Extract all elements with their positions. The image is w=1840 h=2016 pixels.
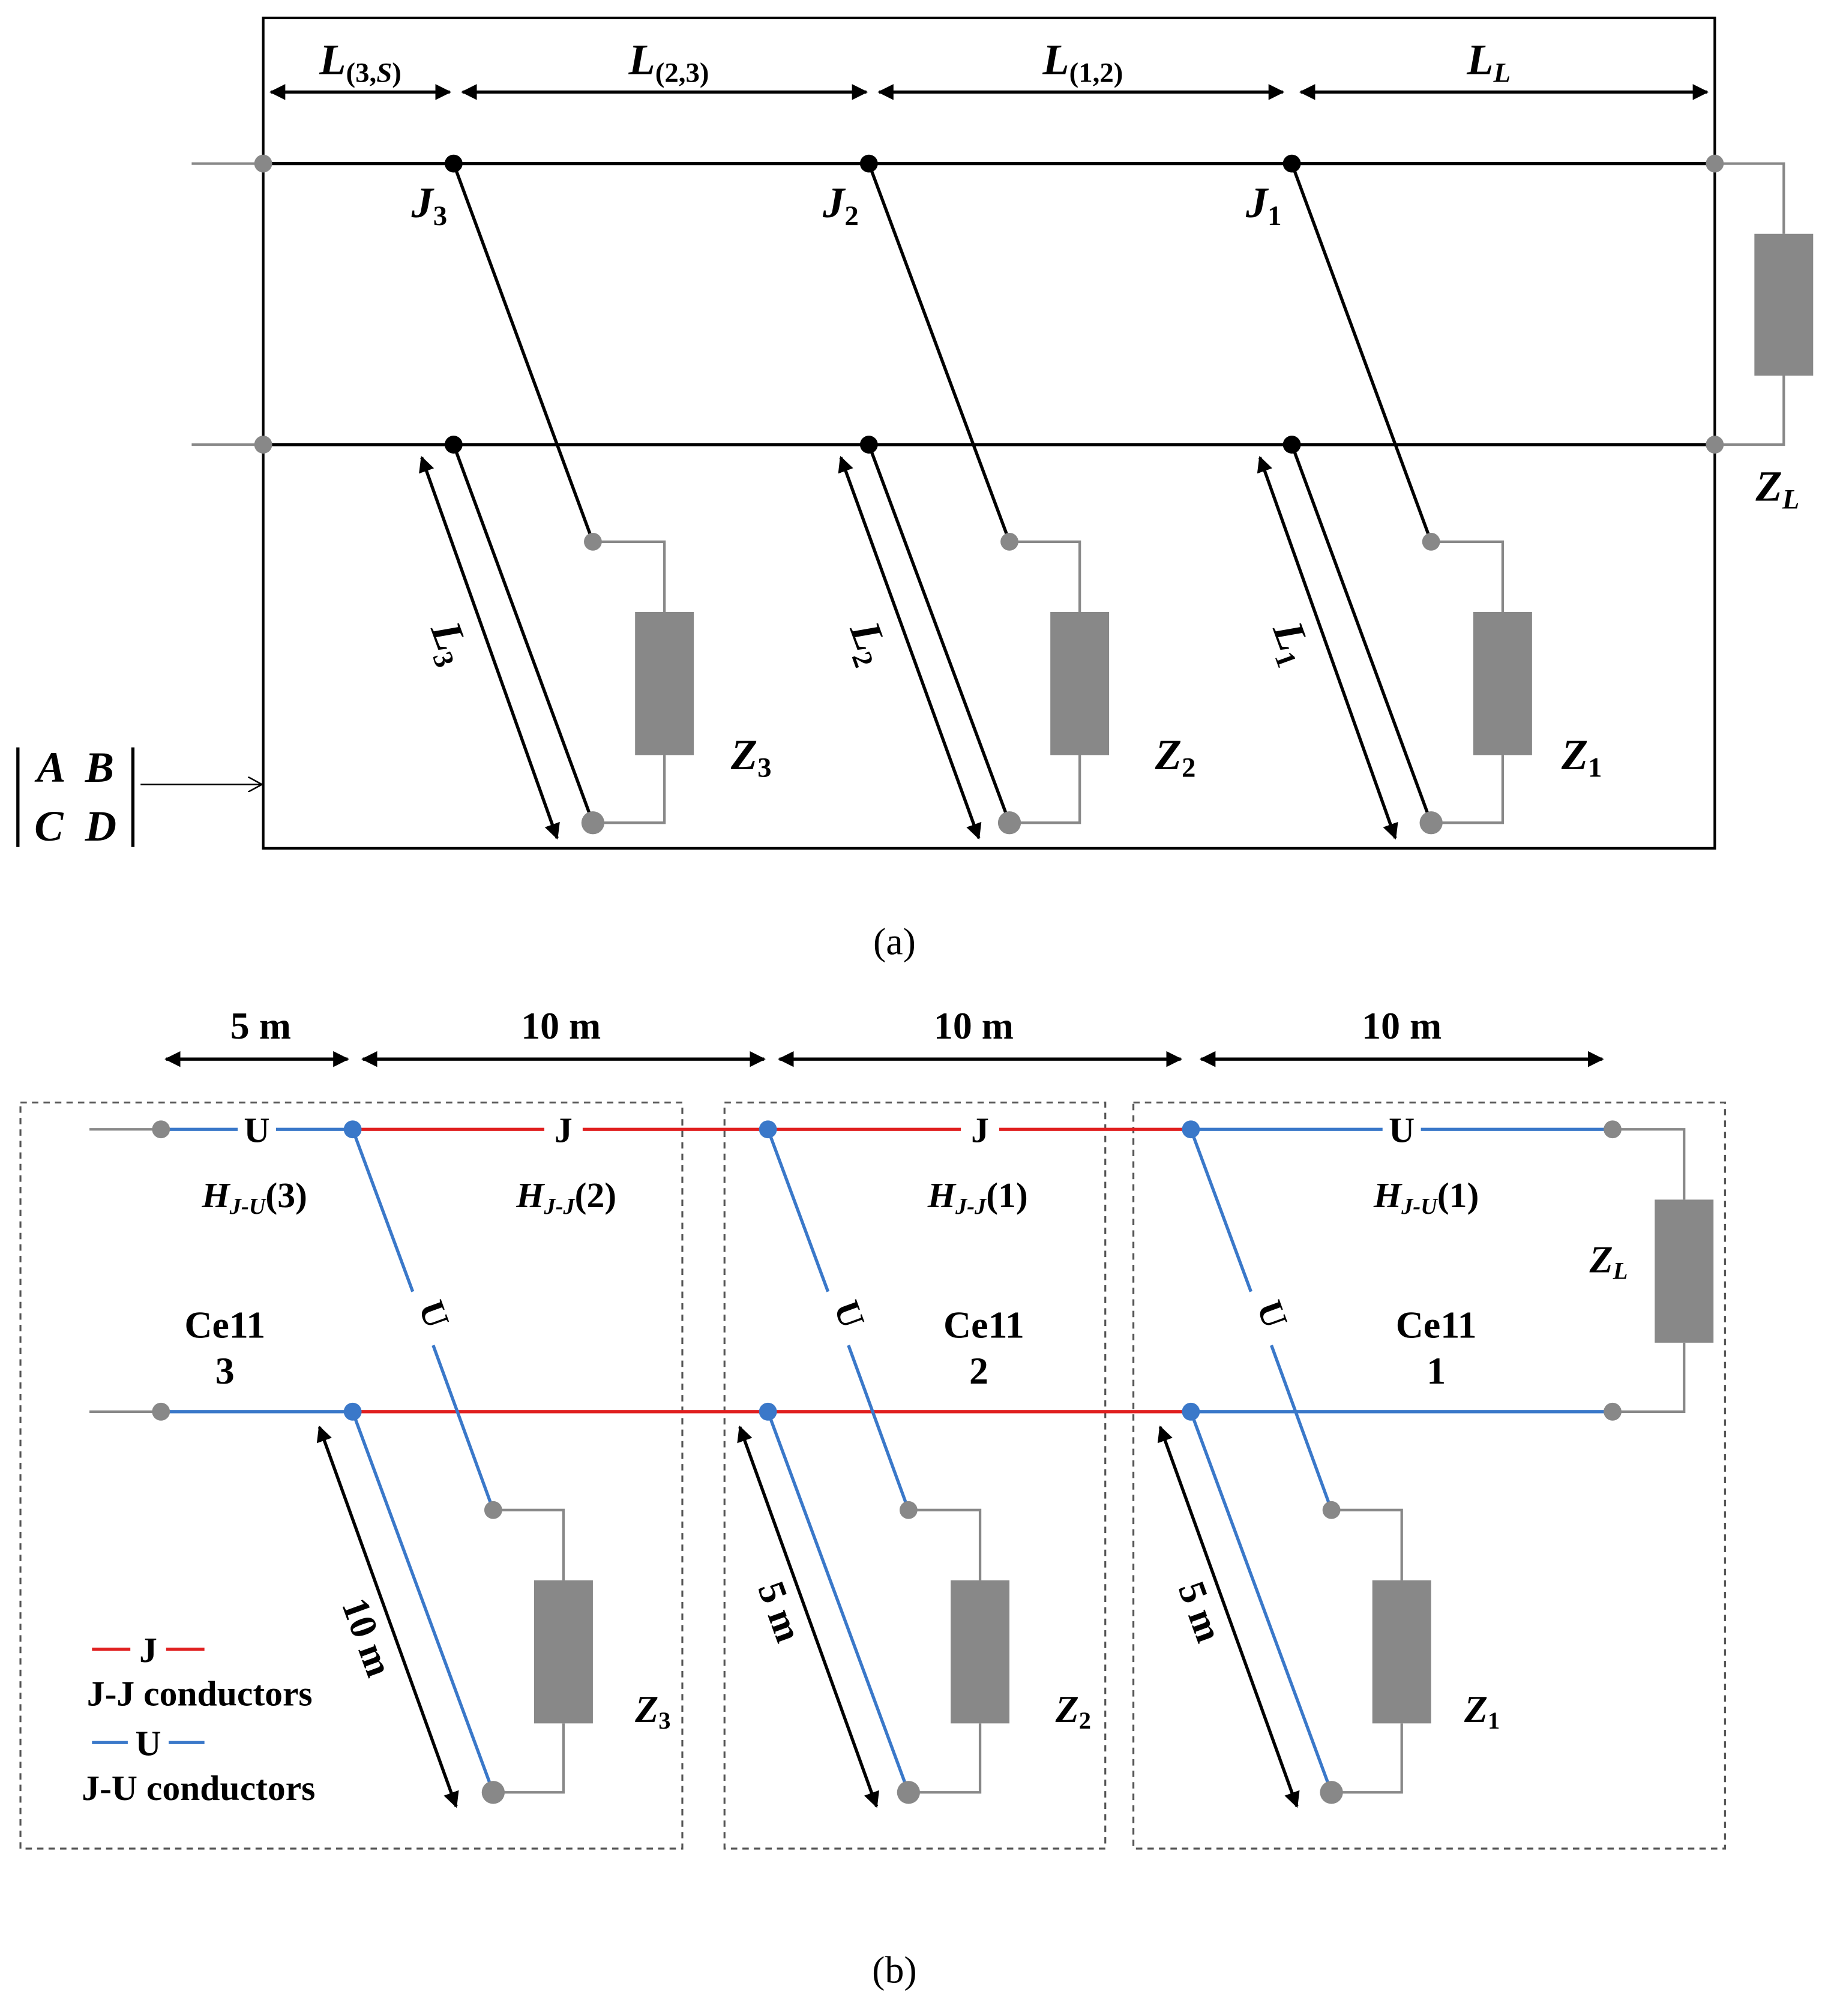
tag-U-cell1: U [1389,1111,1415,1150]
branch-length-b-2: 5 m [750,1576,810,1647]
tag-U-cell3: U [244,1111,269,1150]
load-label-b-Z2: Z2 [1055,1688,1091,1734]
branch-b-1: U [1157,1129,1431,1808]
load-label-ZL: ZL [1755,462,1799,515]
load-label-Z1: Z1 [1561,730,1602,784]
tag-U-branch-2: U [826,1295,873,1333]
branch-length-label-L1: L1 [1259,614,1323,671]
figure-b-network: 5 m 10 m 10 m 10 m U J J U [19,1004,1726,1991]
legend-u-label: J-U conductors [82,1768,315,1808]
branch-length-label-L2: L2 [836,614,900,671]
segment-length-2: 10 m [521,1004,601,1047]
segment-label-L12: L(1,2) [1042,35,1123,89]
tag-U-branch-1: U [1249,1295,1296,1333]
segment-length-4: 10 m [1362,1004,1442,1047]
branch-length-arrow-3 [419,455,560,840]
load-label-b-Z3: Z3 [634,1688,670,1734]
cell-1-number: 1 [1427,1349,1446,1392]
matrix-row-1: A B [34,743,114,791]
segment-length-3: 10 m [934,1004,1014,1047]
load-Z3 [635,611,694,755]
legend: J J-J conductors U J-U conductors [82,1630,315,1808]
branch-b-2: U [737,1129,1010,1808]
caption-a: (a) [873,920,916,963]
cell-3-number: 3 [215,1349,235,1392]
cell-2-name: Ce11 [943,1303,1024,1346]
legend-u-symbol: U [135,1724,161,1763]
figure-a-network: L(3,S) L(2,3) L(1,2) LL [16,16,1814,963]
end-load-wire [1715,162,1785,446]
junction-label-J2: J2 [822,178,859,232]
load-Z2 [1050,611,1110,755]
junction-label-J3: J3 [411,178,448,232]
cell-1-name: Ce11 [1396,1303,1477,1346]
branch-length-arrow-b-3 [316,1425,459,1808]
junction-label-J1: J1 [1245,178,1282,232]
load-label-Z3: Z3 [730,730,772,784]
load-Z2-b [951,1580,1010,1724]
transfer-label-1: HJ-U(3) [201,1175,307,1219]
branch-2 [838,163,1110,840]
segment-label-L3S: L(3,S) [319,35,401,89]
load-Z1-b [1372,1580,1431,1724]
nodes-b [152,1120,1622,1804]
branch-1 [1257,163,1532,840]
transfer-label-4: HJ-U(1) [1373,1175,1479,1219]
cell-box-1 [1132,1101,1726,1850]
abcd-matrix: A B C D [16,743,262,850]
load-Z3-b [534,1580,593,1724]
cell-2-number: 2 [969,1349,988,1392]
branch-length-label-L3: L3 [417,614,481,671]
end-load-ZL [1754,233,1814,376]
branch-length-b-3: 10 m [334,1592,401,1682]
matrix-row-2: C D [34,802,116,850]
tag-J-cell3: J [555,1111,573,1150]
legend-j-label: J-J conductors [87,1674,313,1714]
load-label-Z2: Z2 [1155,730,1196,784]
cell-box-3 [19,1101,684,1850]
nodes-a [254,154,1724,835]
segment-label-LL: LL [1466,35,1511,89]
transfer-label-2: HJ-J(2) [516,1175,616,1219]
cell-3-name: Ce11 [184,1303,265,1346]
branch-length-arrow-b-2 [737,1425,880,1808]
branch-length-arrow-1 [1257,455,1398,840]
cell-box-2 [723,1101,1107,1850]
branch-length-arrow-2 [838,455,982,840]
caption-b: (b) [872,1949,916,1991]
segment-label-L23: L(2,3) [628,35,709,89]
load-label-b-Z1: Z1 [1464,1688,1500,1734]
legend-j-symbol: J [139,1630,157,1670]
end-load-ZL-b [1655,1199,1714,1343]
branch-3 [419,163,694,840]
transfer-label-3: HJ-J(1) [927,1175,1028,1219]
branch-b-3: U [316,1129,593,1808]
network-boundary [262,16,1716,850]
tag-U-branch-3: U [411,1295,457,1333]
tag-J-cell2: J [971,1111,989,1150]
cell-boxes [19,1101,1726,1850]
load-Z1 [1473,611,1532,755]
branch-length-b-1: 5 m [1170,1576,1231,1647]
load-label-b-ZL: ZL [1589,1238,1628,1285]
branch-length-arrow-b-1 [1157,1425,1300,1808]
segment-length-1: 5 m [230,1004,291,1047]
